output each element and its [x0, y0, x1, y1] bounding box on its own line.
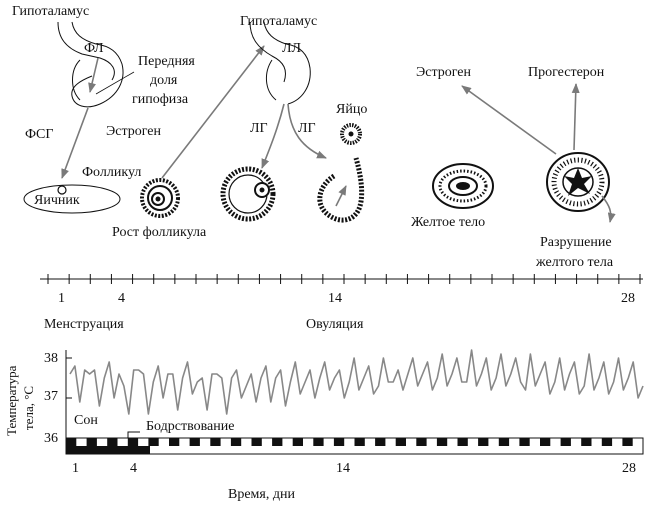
fsg-label: ФСГ	[25, 127, 54, 142]
sleep-segment	[313, 438, 324, 446]
progesterone-arrow	[571, 83, 580, 151]
timeline-tick-4: 4	[118, 291, 125, 306]
progesterone-label: Прогестерон	[528, 65, 605, 80]
fsg-arrow	[61, 107, 89, 179]
timeline-tick-14: 14	[328, 291, 342, 306]
sleep-segment	[457, 438, 468, 446]
sleep-segment	[498, 438, 510, 446]
corpus-luteum-label: Желтое тело	[411, 215, 485, 230]
sleep-segment	[601, 438, 613, 446]
corpus-destruction-line2: желтого тела	[535, 255, 614, 270]
sleep-segment	[210, 438, 221, 446]
egg-label: Яйцо	[336, 102, 367, 117]
sleep-segment	[292, 438, 303, 446]
lg-left-label: ЛГ	[250, 121, 268, 136]
follicle-growth-label: Рост фолликула	[112, 225, 207, 240]
temperature-chart: Температура тела, °C 38 37 36 Сон Бодрст…	[4, 349, 644, 502]
lg-left-arrow	[261, 103, 285, 169]
y-tick-38: 38	[44, 351, 58, 366]
sleep-segment	[416, 438, 427, 446]
ovary-shape	[23, 184, 121, 214]
timeline-tick-28: 28	[621, 291, 635, 306]
wake-label-bracket	[127, 431, 140, 438]
hypothalamus-left-label: Гипоталамус	[12, 4, 89, 19]
sleep-segment	[148, 438, 159, 446]
wake-label: Бодрствование	[146, 419, 234, 434]
temperature-series-line	[69, 349, 644, 415]
y-tick-36: 36	[44, 431, 58, 446]
estrogen-right-arrow	[461, 85, 557, 155]
chart-xlabel: Время, дни	[228, 487, 295, 502]
anterior-pituitary-line3: гипофиза	[132, 92, 189, 107]
sleep-segment	[395, 438, 406, 446]
mature-follicle-icon	[220, 166, 276, 222]
follicle-label: Фолликул	[82, 165, 141, 180]
x-tick-28: 28	[622, 461, 636, 476]
corpus-destruction-line1: Разрушение	[540, 235, 612, 250]
anterior-pituitary-line1: Передняя	[138, 54, 195, 69]
y-tick-37: 37	[44, 389, 58, 404]
x-tick-4: 4	[130, 461, 137, 476]
fl-arrow	[88, 57, 99, 93]
ovary-label: Яичник	[34, 193, 80, 208]
sleep-segment	[66, 438, 77, 446]
destruction-arrow	[601, 195, 616, 223]
chart-ylabel-line2: тела, °C	[21, 386, 36, 430]
sleep-segment	[86, 438, 97, 446]
ovary-follicle-dot	[57, 185, 67, 195]
sleep-segment	[251, 438, 262, 446]
sleep-segment	[169, 438, 180, 446]
timeline-tick-1: 1	[58, 291, 65, 306]
x-tick-1: 1	[72, 461, 79, 476]
sleep-segment	[622, 438, 633, 446]
ll-label: ЛЛ	[282, 41, 301, 56]
estrogen-left-label: Эстроген	[106, 124, 162, 139]
sleep-segment	[127, 438, 139, 446]
sleep-segment	[189, 438, 200, 446]
hypothalamus-right-outline	[249, 21, 311, 105]
sleep-segment	[519, 438, 530, 446]
lg-right-label: ЛГ	[298, 121, 316, 136]
menstruation-sleep-block	[66, 446, 150, 454]
sleep-segment	[272, 438, 283, 446]
estrogen-left-arrow	[161, 45, 265, 179]
estrogen-right-label: Эстроген	[416, 65, 472, 80]
sleep-segment	[540, 438, 551, 446]
sleep-label: Сон	[74, 413, 98, 428]
sleep-segment	[375, 438, 386, 446]
chart-ylabel-line1: Температура	[4, 365, 19, 436]
fl-label: ФЛ	[84, 41, 104, 56]
growing-follicle-icon	[140, 178, 180, 218]
sleep-segment	[354, 438, 365, 446]
ovulation-label: Овуляция	[306, 317, 364, 332]
pituitary-pointer	[95, 71, 135, 95]
x-tick-14: 14	[336, 461, 350, 476]
ruptured-follicle-icon	[317, 157, 365, 223]
sleep-segment	[560, 438, 571, 446]
sleep-segment	[581, 438, 592, 446]
sleep-segment	[436, 438, 448, 446]
sleep-segment	[478, 438, 489, 446]
timeline-axis	[40, 274, 643, 284]
sleep-wake-stripes	[66, 438, 633, 446]
egg-icon	[340, 123, 362, 145]
lg-right-arrow	[287, 103, 327, 159]
hypothalamus-left-outline	[57, 21, 124, 108]
sleep-segment	[230, 438, 242, 446]
anterior-pituitary-line2: доля	[150, 73, 178, 88]
sleep-segment	[333, 438, 345, 446]
sleep-segment	[107, 438, 118, 446]
corpus-luteum-icon	[432, 163, 494, 209]
hypothalamus-right-label: Гипоталамус	[240, 14, 317, 29]
mature-corpus-luteum-icon	[546, 152, 610, 212]
menstruation-label: Менструация	[44, 317, 124, 332]
